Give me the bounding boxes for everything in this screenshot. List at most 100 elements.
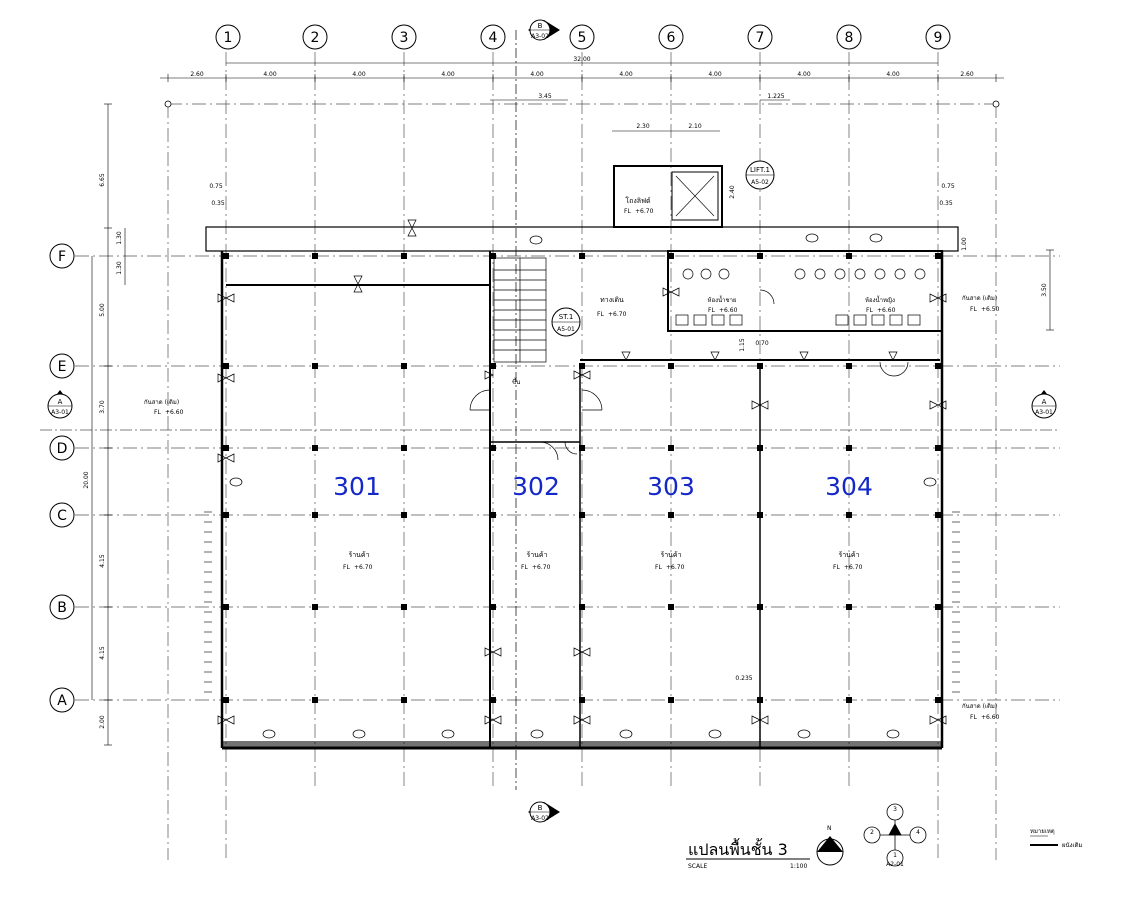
- dimension-lines: [91, 62, 1054, 746]
- dim-left-4: 4.15: [99, 646, 106, 660]
- parapet-right-bottom: กันสาด (เดิม): [962, 703, 997, 710]
- section-a-right-label: A: [1042, 398, 1047, 406]
- level-shop-304: +6.70: [844, 564, 863, 571]
- level-shop-303-fl: FL: [655, 564, 662, 571]
- room-shop-301: ร้านค้า: [348, 551, 369, 559]
- dim-toilet-3: 0.70: [755, 340, 769, 347]
- elevation-key-3: 3: [893, 806, 897, 813]
- section-b-bottom-label: B: [538, 804, 543, 812]
- legend-heading: หมายเหตุ: [1030, 828, 1055, 835]
- level-corridor-fl: FL: [597, 311, 604, 318]
- room-shop-304: ร้านค้า: [838, 551, 859, 559]
- lift-callout-label: LIFT.1: [750, 166, 770, 174]
- unit-301: 301: [333, 472, 381, 501]
- dim-lift-w1: 2.30: [636, 123, 650, 130]
- dim-top-4: 4.00: [530, 71, 544, 78]
- level-shop-303: +6.70: [666, 564, 685, 571]
- section-a-left-label: A: [58, 398, 63, 406]
- bottom-hatch-band: [222, 741, 942, 748]
- dim-top-0: 2.60: [190, 71, 204, 78]
- drawing-title: แปลนพื้นชั้น 3: [688, 838, 788, 859]
- grid-label-col-5: 5: [578, 30, 587, 46]
- dim-stair-offset: 3.45: [538, 93, 552, 100]
- grid-label-col-1: 1: [224, 30, 233, 46]
- dim-corner-r2: 0.35: [939, 200, 953, 207]
- room-toilet-female: ห้องน้ำหญิง: [865, 294, 895, 304]
- section-b-top-ref: A3-02: [531, 33, 549, 40]
- grid-label-row-B: B: [57, 600, 67, 616]
- grid-label-row-E: E: [58, 359, 67, 375]
- dim-left-2: 3.70: [99, 400, 106, 414]
- dim-right-vertical: 3.50: [1041, 283, 1048, 297]
- grid-end-markers: [164, 100, 1000, 108]
- hatched-side-walls: [204, 511, 960, 693]
- level-shop-302: +6.70: [532, 564, 551, 571]
- north-label: N: [827, 825, 832, 832]
- dim-corner-r1: 0.75: [941, 183, 955, 190]
- dim-left-3: 4.15: [99, 554, 106, 568]
- dim-left-0: 6.65: [99, 173, 106, 187]
- scale-value: 1:100: [790, 863, 807, 870]
- level-shop-301: +6.70: [354, 564, 373, 571]
- parapet-left: กันสาด (เดิม): [144, 399, 179, 406]
- level-corridor: +6.70: [608, 311, 627, 318]
- dim-left-overall: 20.00: [83, 471, 90, 488]
- grid-bubbles-columns: [215, 24, 951, 50]
- swing-markers: [217, 219, 947, 725]
- grid-label-row-D: D: [57, 441, 68, 457]
- level-toilet-female: +6.60: [877, 307, 896, 314]
- room-shop-303: ร้านค้า: [660, 551, 681, 559]
- section-marker-a-left: [47, 390, 73, 419]
- parapet-right-bottom-fl: FL: [970, 714, 977, 721]
- section-a-left-ref: A3-01: [51, 409, 69, 416]
- parapet-right-top-fl: FL: [970, 306, 977, 313]
- dim-left-5: 2.00: [99, 715, 106, 729]
- doors: [469, 289, 909, 461]
- level-shop-304-fl: FL: [833, 564, 840, 571]
- dim-left-small-2: 1.30: [116, 261, 123, 275]
- parapet-right-bottom-level: +6.60: [981, 714, 1000, 721]
- unit-304: 304: [825, 472, 873, 501]
- north-arrow-icon: [816, 836, 844, 866]
- dim-top-8: 4.00: [886, 71, 900, 78]
- unit-302: 302: [512, 472, 560, 501]
- lift-callout-ref: A5-02: [751, 179, 769, 186]
- grid-label-row-F: F: [58, 249, 66, 265]
- section-marker-b-bottom: [528, 801, 560, 823]
- dim-top-9: 2.60: [960, 71, 974, 78]
- room-shop-302: ร้านค้า: [526, 551, 547, 559]
- grid-label-col-4: 4: [489, 30, 498, 46]
- grid-label-row-A: A: [57, 693, 67, 709]
- legend-item: ผนังเดิม: [1062, 842, 1082, 849]
- grid-label-col-9: 9: [934, 30, 943, 46]
- unit-303: 303: [647, 472, 695, 501]
- dim-corner-l1: 0.75: [209, 183, 223, 190]
- level-toilet-male-fl: FL: [708, 307, 715, 314]
- structural-columns: [223, 253, 941, 703]
- level-lift-lobby: +6.70: [635, 208, 654, 215]
- parapet-right-top-level: +6.50: [981, 306, 1000, 313]
- elevation-key-1: 1: [893, 852, 897, 859]
- grid-label-col-2: 2: [311, 30, 320, 46]
- dim-left-1: 5.00: [99, 303, 106, 317]
- dim-top-3: 4.00: [441, 71, 455, 78]
- grid-label-col-3: 3: [400, 30, 409, 46]
- dim-overall-top: 32.00: [573, 56, 590, 63]
- dim-toilet-1: 1.00: [961, 237, 968, 251]
- grid-label-row-C: C: [57, 508, 67, 524]
- room-lift-lobby: โถงลิฟต์: [625, 196, 651, 205]
- elevation-key-4: 4: [916, 829, 920, 836]
- stair-callout-label: ST.1: [559, 313, 574, 321]
- stair-callout-ref: A5-01: [557, 326, 575, 333]
- parapet-left-fl: FL: [154, 409, 161, 416]
- window-tags: [229, 233, 937, 739]
- dim-right-offset: 1.225: [767, 93, 784, 100]
- dim-top-2: 4.00: [352, 71, 366, 78]
- parapet-left-level: +6.60: [165, 409, 184, 416]
- grid-bubbles-rows: [49, 243, 75, 713]
- level-toilet-female-fl: FL: [866, 307, 873, 314]
- level-toilet-male: +6.60: [719, 307, 738, 314]
- level-shop-302-fl: FL: [521, 564, 528, 571]
- section-b-bottom-ref: A3-02: [531, 815, 549, 822]
